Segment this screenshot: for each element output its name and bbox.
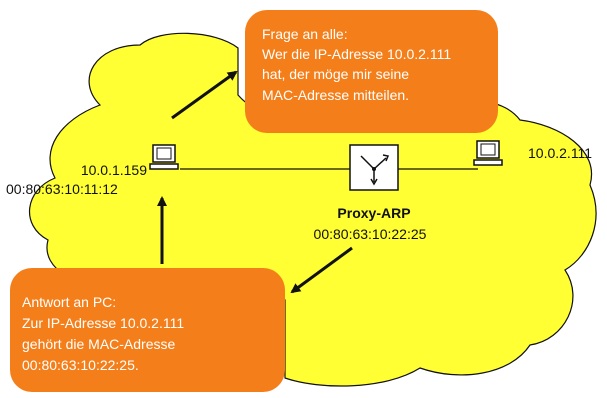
answer-line-3: gehört die MAC-Adresse <box>22 336 176 352</box>
question-bubble <box>245 10 498 133</box>
question-line-4: MAC-Adresse mitteilen. <box>262 87 409 103</box>
router-mac: 00:80:63:10:22:25 <box>314 226 427 242</box>
router-name: Proxy-ARP <box>337 205 410 221</box>
pc-left-ip: 10.0.1.159 <box>81 162 147 178</box>
answer-line-4: 00:80:63:10:22:25. <box>22 357 139 373</box>
pc-right-ip: 10.0.2.111 <box>528 145 592 161</box>
pc-right-icon <box>473 140 503 166</box>
answer-line-2: Zur IP-Adresse 10.0.2.111 <box>22 315 184 331</box>
question-line-2: Wer die IP-Adresse 10.0.2.111 <box>262 46 451 62</box>
answer-bubble <box>10 268 285 392</box>
arrow-router-to-answer <box>290 246 353 294</box>
answer-line-1: Antwort an PC: <box>22 294 116 310</box>
question-line-3: hat, der möge mir seine <box>262 66 409 82</box>
pc-left-icon <box>149 144 179 170</box>
arrow-to-question <box>171 70 238 120</box>
pc-left-mac: 00:80:63:10:11:12 <box>6 181 118 197</box>
question-line-1: Frage an alle: <box>262 26 348 42</box>
router-icon <box>349 144 399 191</box>
